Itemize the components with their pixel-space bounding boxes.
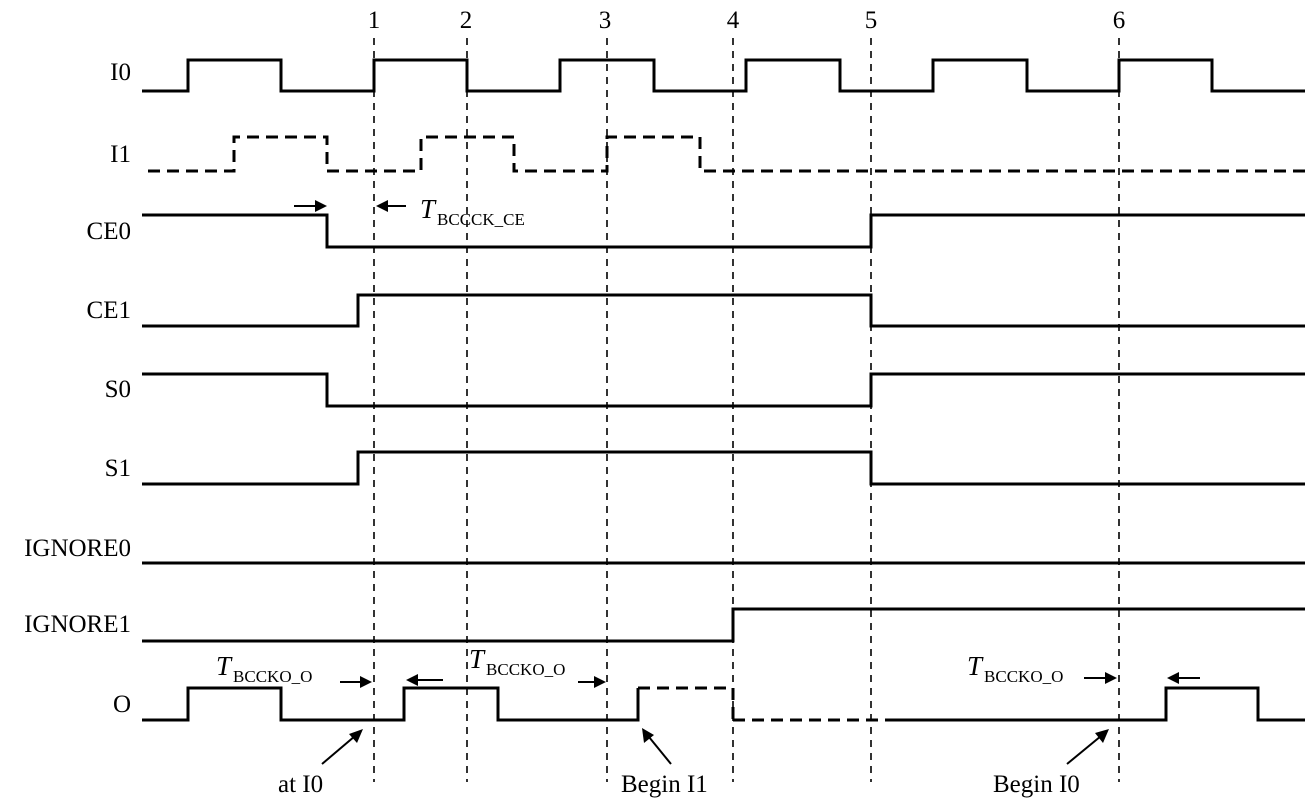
marker-6: 6 (1113, 7, 1126, 34)
waveform-O-part1 (142, 686, 640, 722)
signal-label-S1: S1 (105, 455, 131, 482)
waveform-O-dashed-high (638, 686, 735, 720)
annotation-label-at-i0: at I0 (278, 771, 323, 798)
waveform-I0 (142, 58, 1305, 93)
pointer-arrow-line (648, 736, 672, 765)
waveforms (142, 58, 1305, 722)
signal-label-CE1: CE1 (87, 297, 131, 324)
pointer-arrow-head (642, 728, 654, 743)
arrow-head (376, 200, 388, 212)
waveform-O-part2 (893, 686, 1305, 722)
arrow-head (1167, 672, 1179, 684)
waveform-IGNORE1 (142, 607, 1305, 643)
signal-label-S0: S0 (105, 376, 131, 403)
arrow-head (360, 676, 372, 688)
arrow-head (594, 676, 606, 688)
marker-3: 3 (599, 7, 612, 34)
annotation-label-begin-i1: Begin I1 (621, 771, 708, 798)
marker-2: 2 (460, 7, 473, 34)
pointer-arrow-head (1095, 729, 1109, 743)
arrow-head (1105, 672, 1117, 684)
signal-label-O: O (113, 691, 131, 718)
annotation-begin-i0: Begin I0 (993, 729, 1109, 798)
signal-labels: I0 I1 CE0 CE1 S0 S1 IGNORE0 IGNORE1 O (24, 59, 131, 718)
signal-label-I1: I1 (110, 141, 131, 168)
pointer-arrow-line (1066, 735, 1102, 765)
signal-label-IGNORE1: IGNORE1 (24, 611, 131, 638)
reference-markers: 1 2 3 4 5 6 (368, 7, 1126, 34)
reference-lines (373, 38, 1120, 782)
marker-4: 4 (727, 7, 740, 34)
waveform-I1 (148, 135, 1305, 173)
marker-1: 1 (368, 7, 381, 34)
arrow-head (406, 674, 418, 686)
annotation-at-i0: at I0 (278, 729, 363, 798)
waveform-S1 (142, 450, 1305, 486)
waveform-S0 (142, 372, 1305, 408)
signal-label-IGNORE0: IGNORE0 (24, 535, 131, 562)
annotation-label-begin-i0: Begin I0 (993, 771, 1080, 798)
signal-label-I0: I0 (110, 59, 131, 86)
waveform-CE1 (142, 293, 1305, 328)
pointer-arrow-line (321, 735, 356, 765)
annotation-begin-i1: Begin I1 (621, 728, 708, 798)
waveform-CE0 (142, 213, 1305, 249)
pointer-arrow-head (349, 729, 363, 743)
arrow-head (315, 200, 327, 212)
signal-label-CE0: CE0 (87, 218, 131, 245)
marker-5: 5 (865, 7, 878, 34)
